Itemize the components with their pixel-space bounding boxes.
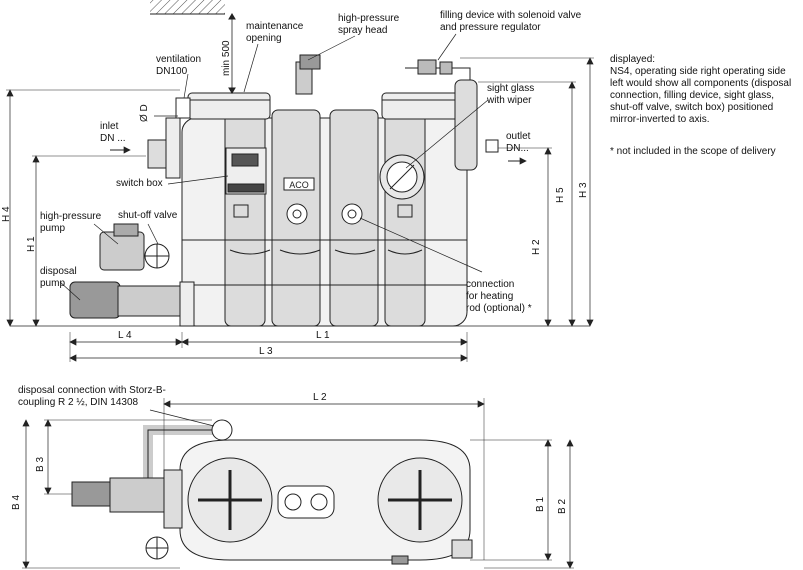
label-outlet: outlet DN... xyxy=(506,131,531,154)
dimension-h2: H 2 xyxy=(531,239,542,255)
label-filling-device: filling device with solenoid valve and p… xyxy=(440,10,582,33)
dimension-h1: H 1 xyxy=(26,236,37,252)
dimension-b1: B 1 xyxy=(535,496,546,512)
side-view xyxy=(10,13,590,327)
label-ventilation: ventilation DN100 xyxy=(156,54,202,77)
label-inlet: inlet DN ... xyxy=(100,121,126,144)
dimension-l1: L 1 xyxy=(316,330,330,341)
note-footnote: * not included in the scope of delivery xyxy=(610,146,776,157)
label-disposal-pump: disposal pump xyxy=(40,266,77,289)
label-sight-glass: sight glass with wiper xyxy=(487,83,535,106)
top-view xyxy=(71,419,473,565)
label-storz-coupling: disposal connection with Storz-B- coupli… xyxy=(18,385,166,408)
note-displayed-text: NS4, operating side right operating side… xyxy=(610,66,792,125)
dimension-l2: L 2 xyxy=(313,392,327,403)
dimension-l3: L 3 xyxy=(259,346,273,357)
label-shut-off-valve: shut-off valve xyxy=(118,210,178,221)
brand-plate: ACO xyxy=(289,180,309,190)
label-high-pressure-pump: high-pressure pump xyxy=(40,211,102,234)
dimension-min500: min 500 xyxy=(221,40,232,76)
label-switch-box: switch box xyxy=(116,178,163,189)
top-dimension-lines xyxy=(22,398,574,569)
dimension-l4: L 4 xyxy=(118,330,132,341)
label-heating-rod-connection: connection for heating rod (optional) * xyxy=(466,279,532,314)
note-displayed: displayed: NS4, operating side right ope… xyxy=(610,54,798,126)
dimension-h5: H 5 xyxy=(555,187,566,203)
dimension-h4: H 4 xyxy=(1,206,12,222)
dimension-b3: B 3 xyxy=(35,456,46,472)
note-displayed-title: displayed: xyxy=(610,54,656,65)
label-maintenance-opening: maintenance opening xyxy=(246,21,304,44)
ceiling-hatch xyxy=(150,0,225,15)
dimension-h3: H 3 xyxy=(578,182,589,198)
label-high-pressure-spray-head: high-pressure spray head xyxy=(338,13,400,36)
dimension-diameter-d: Ø D xyxy=(139,104,150,122)
dimension-b2: B 2 xyxy=(557,498,568,514)
dimension-b4: B 4 xyxy=(11,494,22,510)
side-dimension-lines xyxy=(6,33,594,362)
